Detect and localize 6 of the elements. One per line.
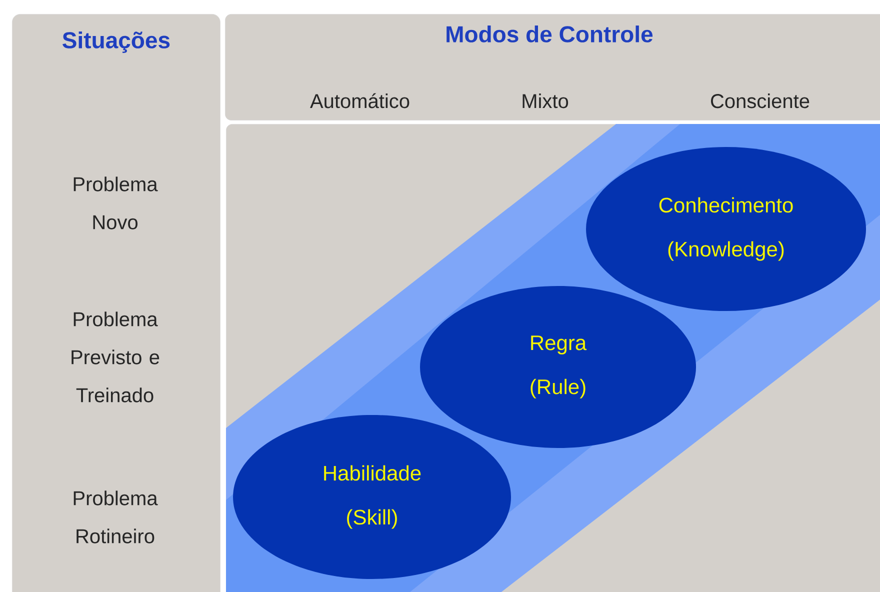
column-label: Mixto (522, 94, 568, 108)
column-label: Automático (310, 93, 410, 108)
row-label: Problema Rotineiro (74, 490, 158, 544)
column-label: Consciente (711, 94, 810, 108)
row-label: Problema Previsto e Treinado (72, 312, 160, 402)
row-label: Problema Novo (74, 176, 158, 230)
